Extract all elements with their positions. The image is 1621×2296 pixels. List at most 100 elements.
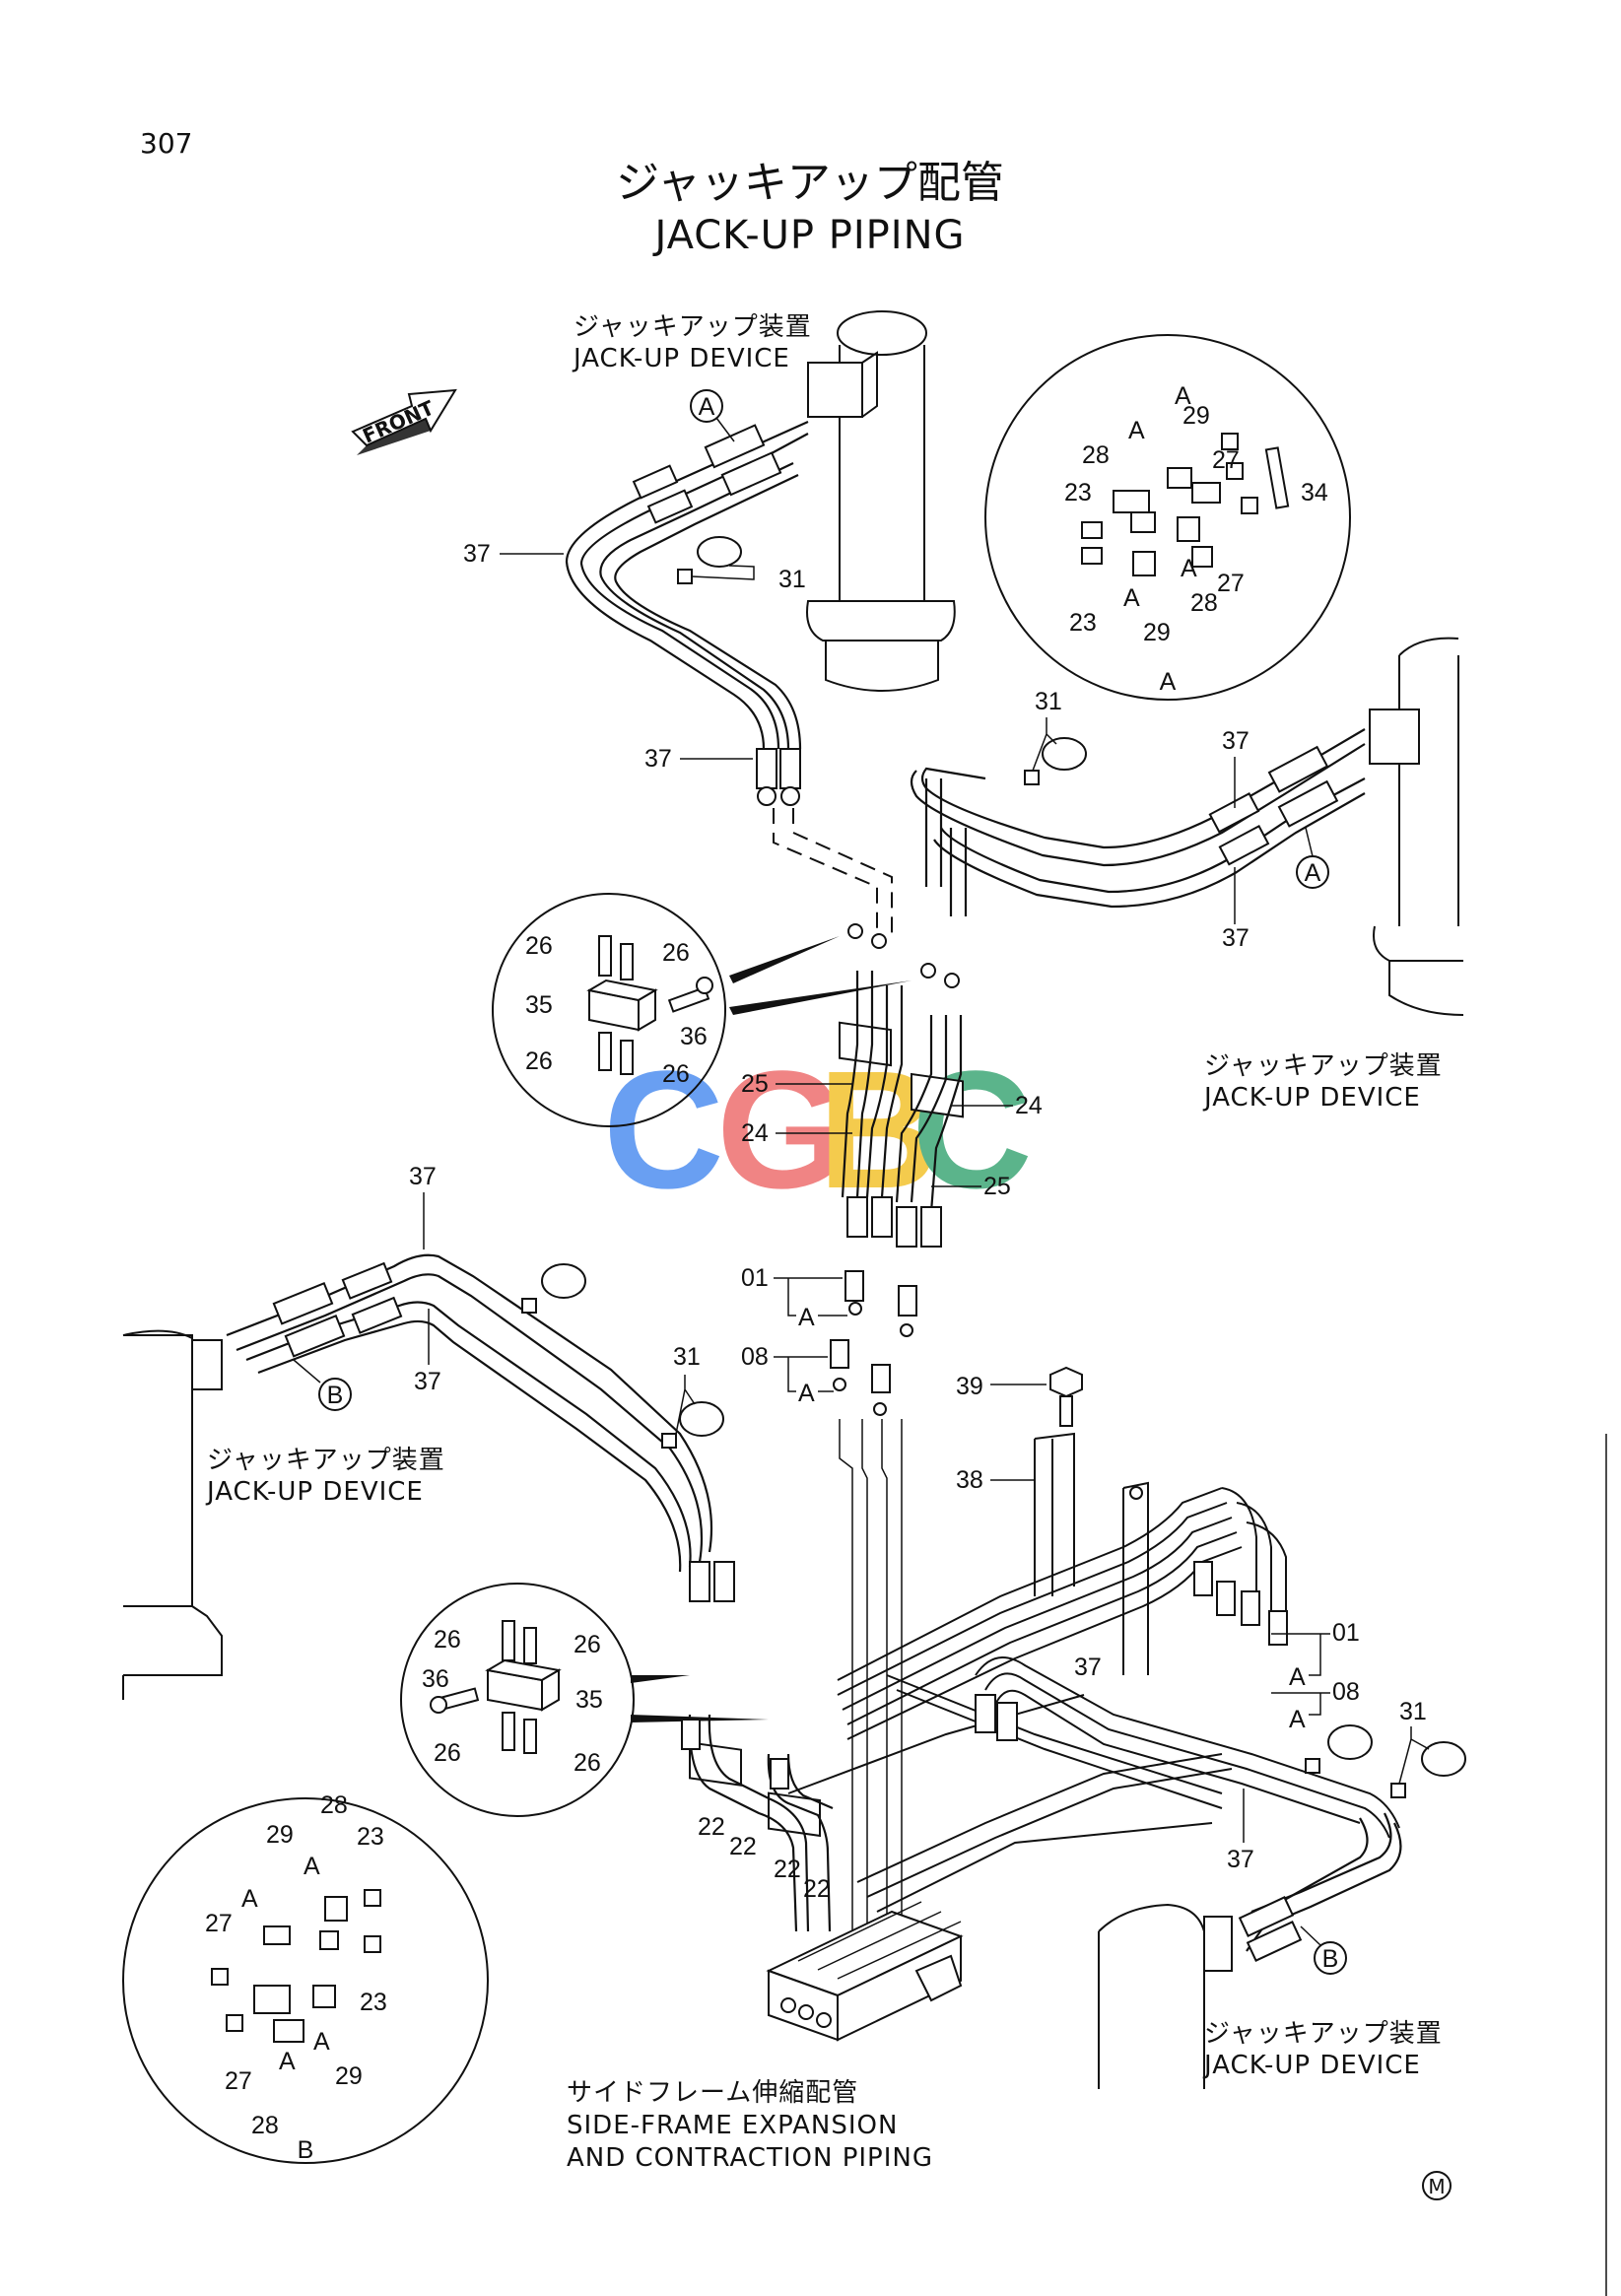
page-number: 307 — [140, 127, 192, 160]
part-31: 31 — [1035, 688, 1062, 715]
part-22: 22 — [729, 1833, 757, 1860]
detail-b-tag: A — [313, 2028, 330, 2056]
caption-side-frame-en-1: SIDE-FRAME EXPANSION — [567, 2111, 898, 2140]
side-frame-pipes — [787, 1487, 1400, 1913]
part-22: 22 — [803, 1875, 831, 1903]
part-39: 39 — [956, 1373, 983, 1400]
part-23: 23 — [360, 1989, 387, 2016]
part-29: 29 — [266, 1821, 294, 1849]
part-23: 23 — [1064, 479, 1092, 506]
mark-m-circle — [1422, 2171, 1452, 2200]
part-29: 29 — [1182, 402, 1210, 430]
caption-jackup-right-lower-jp: ジャッキアップ装置 — [1204, 2019, 1443, 2049]
part-01: 01 — [1332, 1619, 1360, 1647]
title-jp: ジャッキアップ配管 — [616, 158, 1004, 208]
part-01: 01 — [741, 1264, 769, 1292]
part-34: 34 — [1301, 479, 1328, 506]
detail-b-label: B — [298, 2136, 314, 2164]
part-37: 37 — [409, 1163, 437, 1190]
part-38: 38 — [956, 1466, 983, 1494]
part-26: 26 — [525, 1047, 553, 1075]
watermark-letter: B — [818, 1037, 939, 1224]
part-26: 26 — [662, 939, 690, 967]
hose-right — [910, 728, 1366, 916]
manifold-upper — [729, 923, 964, 1118]
part-25: 25 — [983, 1173, 1011, 1200]
detail-a-label: A — [1160, 668, 1177, 696]
detail-b-circle: B — [122, 1797, 489, 2164]
caption-jackup-top-jp: ジャッキアップ装置 — [574, 312, 812, 342]
detail-a-tag: A — [798, 1380, 815, 1407]
detail-b-tag: A — [279, 2048, 296, 2075]
part-37: 37 — [1227, 1846, 1254, 1873]
hose-left — [226, 1253, 735, 1602]
hoses-24-25 — [841, 971, 963, 1248]
part-37: 37 — [1074, 1654, 1102, 1681]
clamp — [1024, 737, 1087, 785]
hose-top — [565, 420, 809, 806]
jackup-device-top — [806, 310, 956, 692]
part-29: 29 — [1143, 619, 1171, 646]
part-37: 37 — [463, 540, 491, 568]
detail-a-tag: A — [798, 1304, 815, 1331]
part-28: 28 — [320, 1791, 348, 1819]
detail-a-circle: A — [984, 334, 1351, 701]
part-23: 23 — [1069, 609, 1097, 637]
part-27: 27 — [205, 1910, 233, 1937]
front-arrow: FRONT — [351, 388, 457, 455]
callout-a-right-label: A — [1305, 859, 1321, 887]
fittings-center — [830, 1270, 917, 1416]
part-37: 37 — [644, 745, 672, 773]
watermark-letter: C — [912, 1037, 1033, 1224]
part-24: 24 — [1015, 1092, 1043, 1119]
part-28: 28 — [1190, 589, 1218, 617]
detail-b-tag: A — [241, 1885, 258, 1913]
jackup-device-right-lower — [1098, 1903, 1233, 2089]
callout-a-top-label: A — [699, 393, 715, 421]
caption-jackup-left-jp: ジャッキアップ装置 — [207, 1446, 445, 1475]
caption-side-frame-en-2: AND CONTRACTION PIPING — [567, 2143, 933, 2173]
part-27: 27 — [225, 2067, 252, 2095]
detail-block-lower — [400, 1583, 635, 1817]
part-27: 27 — [1217, 570, 1245, 597]
title-en: JACK-UP PIPING — [651, 213, 965, 258]
detail-block-upper — [492, 893, 726, 1127]
part-24: 24 — [741, 1119, 769, 1147]
part-23: 23 — [357, 1823, 384, 1851]
caption-jackup-right-jp: ジャッキアップ装置 — [1204, 1051, 1443, 1081]
hoses-22 — [681, 1714, 834, 1932]
watermark-letter: G — [716, 1037, 846, 1224]
part-37: 37 — [414, 1368, 441, 1395]
clamp — [677, 536, 742, 584]
callout-a-top — [690, 389, 723, 423]
callout-b-left-label: B — [327, 1382, 344, 1409]
detail-a-tag: A — [1175, 382, 1191, 410]
part-35: 35 — [525, 991, 553, 1019]
detail-b-tag: A — [304, 1853, 320, 1880]
part-36: 36 — [680, 1023, 708, 1050]
part-36: 36 — [422, 1665, 449, 1693]
jackup-device-left — [122, 1329, 223, 1700]
jackup-device-right — [1369, 637, 1464, 1016]
part-27: 27 — [1212, 446, 1240, 474]
part-31: 31 — [778, 566, 806, 593]
part-08: 08 — [1332, 1678, 1360, 1706]
caption-jackup-left-en: JACK-UP DEVICE — [205, 1477, 424, 1507]
control-valve — [766, 1901, 964, 2042]
detail-a-tag: A — [1123, 584, 1140, 612]
part-26: 26 — [434, 1739, 461, 1767]
part-08: 08 — [741, 1343, 769, 1371]
part-26: 26 — [525, 932, 553, 960]
part-26: 26 — [662, 1060, 690, 1088]
part-28: 28 — [251, 2112, 279, 2139]
part-37: 37 — [1222, 924, 1250, 952]
detail-a-tag: A — [1289, 1663, 1306, 1691]
caption-jackup-right-lower-en: JACK-UP DEVICE — [1202, 2051, 1421, 2080]
clamp — [521, 1263, 724, 1449]
caption-jackup-right-en: JACK-UP DEVICE — [1202, 1083, 1421, 1113]
watermark: C G B C — [603, 1037, 1033, 1224]
part-35: 35 — [575, 1686, 603, 1714]
part-25: 25 — [741, 1070, 769, 1098]
bracket-38 — [1034, 1366, 1149, 1675]
